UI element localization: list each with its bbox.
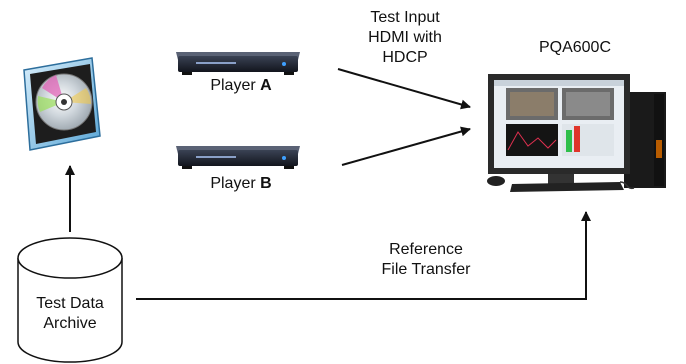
test-input-label: Test Input HDMI with HDCP: [350, 8, 460, 68]
player-a-to-analyzer-arrow: [337, 68, 471, 110]
reference-file-transfer-arrow: [136, 211, 591, 300]
test-input-line3: HDCP: [382, 49, 428, 66]
test-input-line2: HDMI with: [368, 29, 442, 46]
test-input-line1: Test Input: [370, 9, 440, 26]
player-b-to-analyzer-arrow: [341, 126, 471, 166]
device-name-label: PQA600C: [538, 39, 612, 56]
player-a-label-prefix: Player: [210, 77, 261, 94]
dvd-case-icon: [23, 57, 101, 151]
reference-transfer-label: Reference File Transfer: [366, 240, 486, 280]
archive-cylinder-icon: [17, 237, 123, 363]
reference-line2: File Transfer: [381, 261, 471, 278]
player-a-icon: [176, 52, 300, 75]
workstation-icon: [487, 74, 666, 192]
archive-line2: Archive: [43, 315, 97, 332]
player-b-label: Player B: [196, 174, 286, 194]
archive-label: Test Data Archive: [20, 294, 120, 334]
player-b-label-prefix: Player: [210, 175, 261, 192]
player-b-label-letter: B: [260, 175, 272, 192]
player-a-label-letter: A: [260, 77, 272, 94]
reference-line1: Reference: [389, 241, 463, 258]
archive-line1: Test Data: [36, 295, 104, 312]
player-a-label: Player A: [196, 76, 286, 96]
player-b-icon: [176, 146, 300, 169]
